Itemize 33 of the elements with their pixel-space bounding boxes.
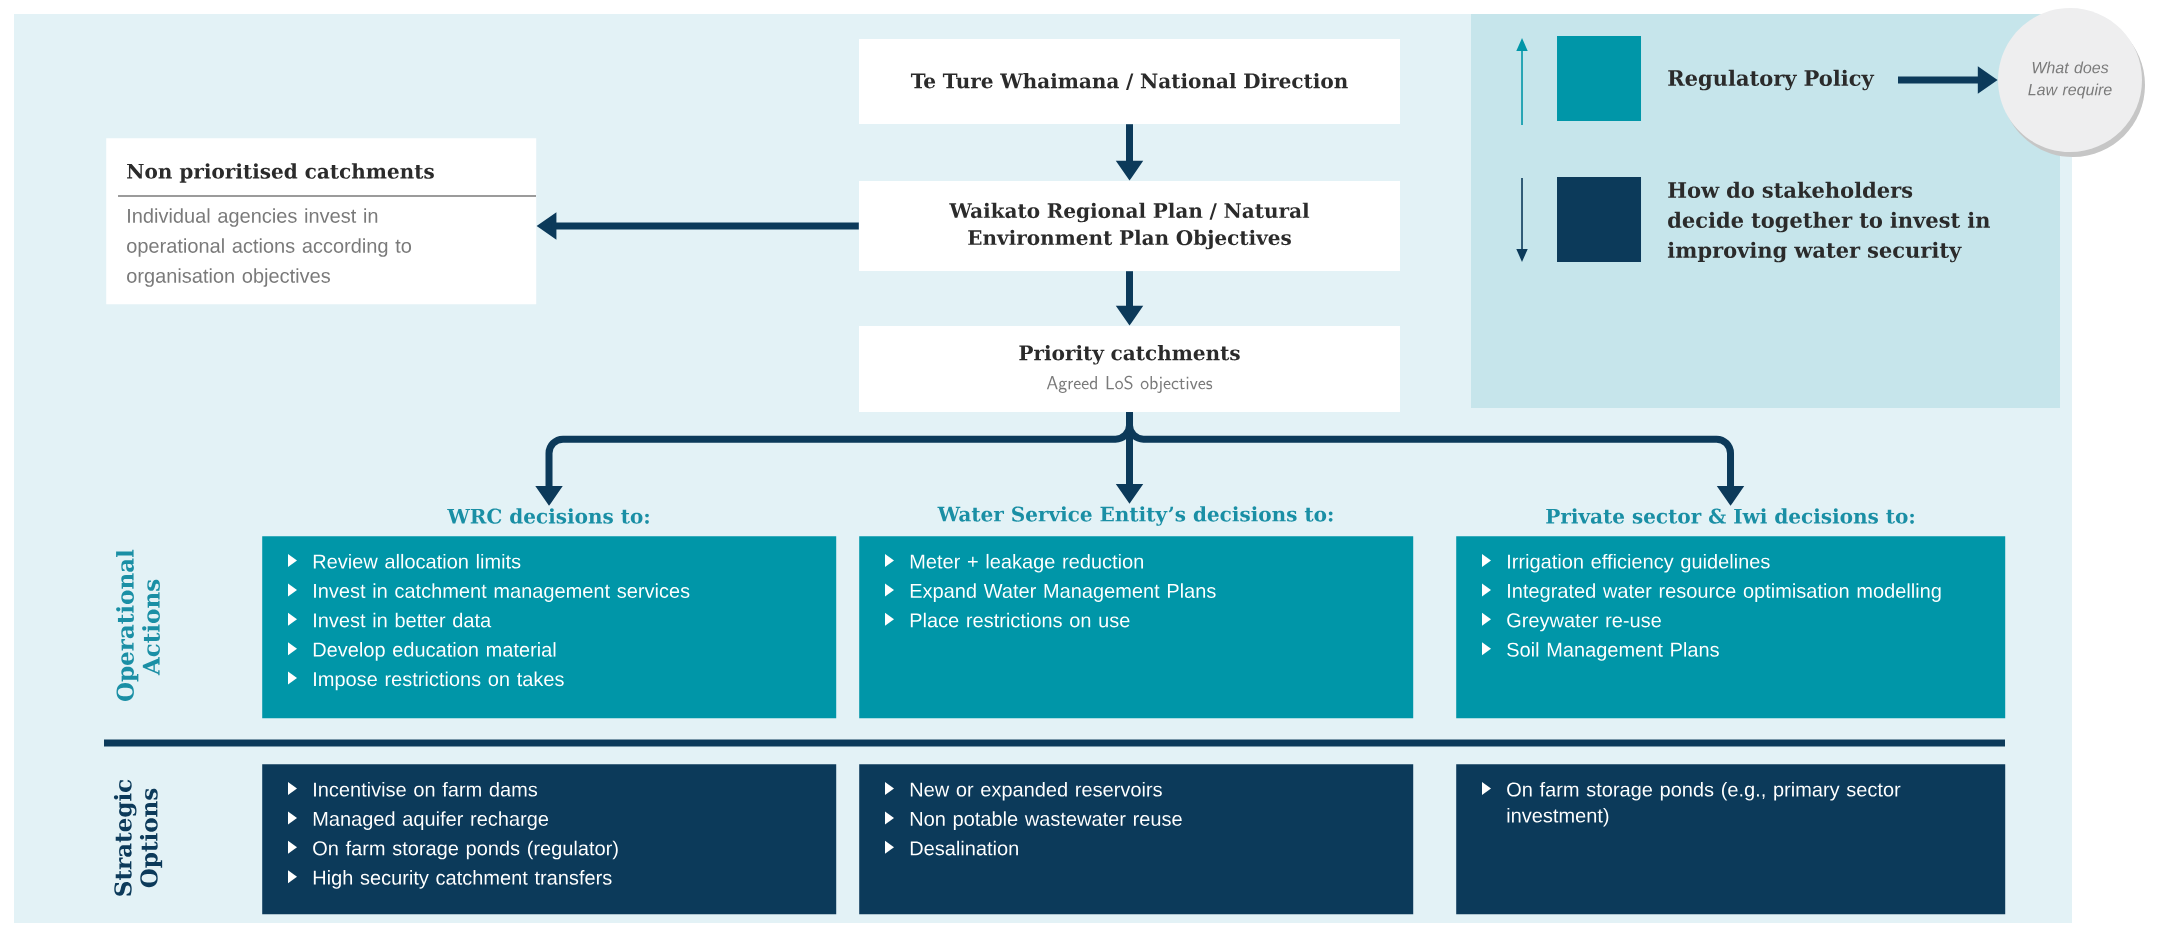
body-text: Individual agencies invest in operational actions according to organisation objectives bbox=[127, 208, 412, 287]
bullet-item: Review allocation limits bbox=[288, 553, 521, 569]
bullet-item: Incentivise on farm dams bbox=[288, 781, 538, 797]
row-label: Operational Actions bbox=[116, 549, 160, 701]
text-box: Waikato Regional Plan / Natural Environment Plan Objectives bbox=[859, 181, 1400, 271]
text-box: Te Ture Whaimana / National Direction bbox=[859, 39, 1400, 124]
bullet-item: Impose restrictions on takes bbox=[288, 671, 564, 691]
column-heading: Water Service Entity’s decisions to: bbox=[937, 506, 1333, 526]
bullet-item: On farm storage ponds (e.g., primary sector investment) bbox=[1482, 781, 1901, 827]
bullet-item: Develop education material bbox=[288, 642, 556, 661]
bullet-item: Greywater re-use bbox=[1482, 612, 1661, 632]
text-box: Priority catchments Agreed LoS objectives bbox=[859, 326, 1400, 412]
heading: Non prioritised catchments bbox=[127, 163, 434, 183]
row-label: Strategic Options bbox=[113, 779, 163, 896]
bullet-item: Expand Water Management Plans bbox=[885, 583, 1216, 602]
bullet-item: On farm storage ponds (regulator) bbox=[288, 840, 618, 860]
bullet-item: Meter + leakage reduction bbox=[885, 553, 1143, 573]
bullet-item: Non potable wastewater reuse bbox=[885, 811, 1182, 830]
bullet-item: Managed aquifer recharge bbox=[288, 811, 549, 830]
bullet-item: New or expanded reservoirs bbox=[885, 781, 1162, 801]
bullet-item: Desalination bbox=[885, 840, 1018, 856]
bullet-item: Place restrictions on use bbox=[885, 612, 1130, 628]
column-heading: Private sector & Iwi decisions to: bbox=[1546, 508, 1914, 524]
bullet-item: Integrated water resource optimisation modelling bbox=[1482, 583, 1941, 602]
bullet-item: Irrigation efficiency guidelines bbox=[1482, 553, 1770, 573]
bullet-item: Invest in better data bbox=[288, 612, 492, 628]
legend-label: How do stakeholders decide together to invest in improving water security bbox=[1667, 181, 1990, 263]
circle-badge: What does Law require bbox=[1998, 8, 2145, 157]
bullet-item: Soil Management Plans bbox=[1482, 642, 1719, 661]
legend-label: Regulatory Policy bbox=[1668, 69, 1875, 91]
bullet-item: High security catchment transfers bbox=[288, 870, 612, 889]
bullet-item: Invest in catchment management services bbox=[288, 583, 690, 602]
column-heading: WRC decisions to: bbox=[447, 508, 649, 524]
